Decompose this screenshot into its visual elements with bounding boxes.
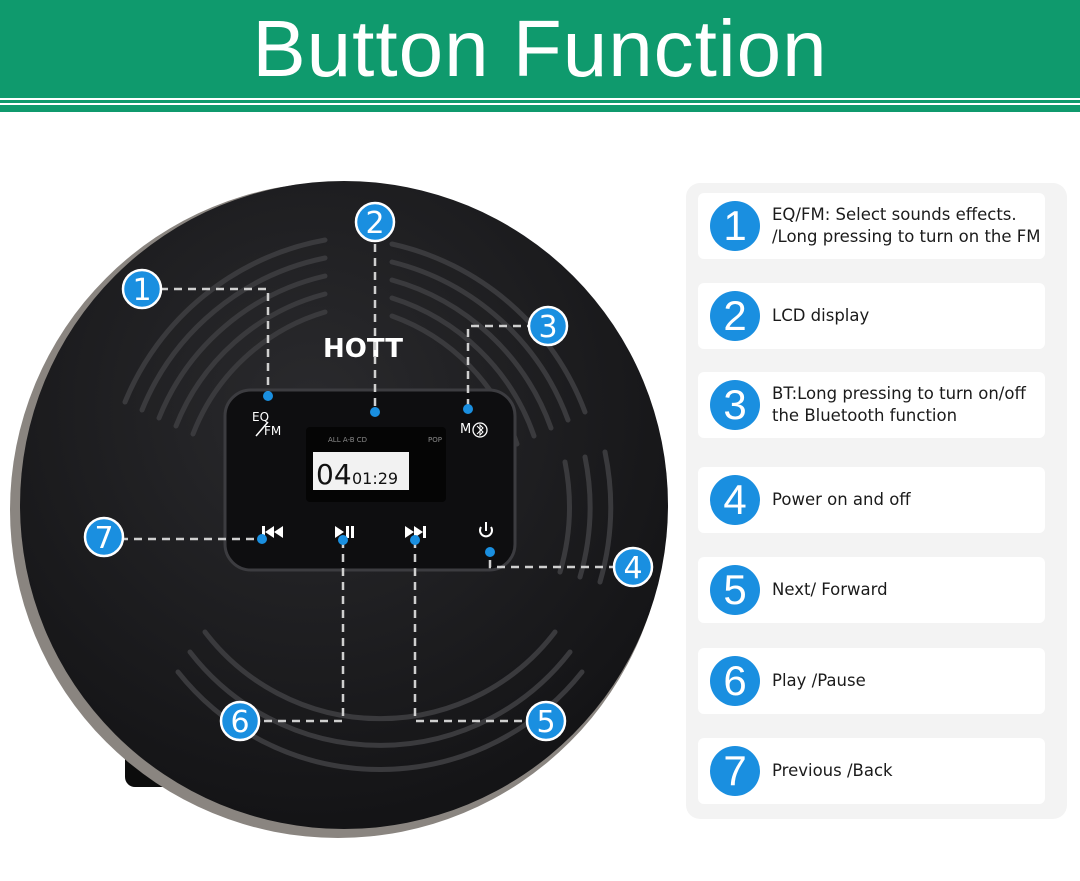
fm-label: FM [264, 424, 281, 438]
function-number: 7 [710, 746, 760, 796]
function-item-previous: 7 Previous /Back [698, 738, 1045, 804]
function-item-eq-fm: 1 EQ/FM: Select sounds effects. /Long pr… [698, 193, 1045, 259]
banner-stripe [0, 103, 1080, 105]
previous-button[interactable] [262, 526, 283, 538]
power-button[interactable] [479, 522, 493, 538]
function-number: 3 [710, 380, 760, 430]
callout-badges: 1 2 3 4 5 6 7 [83, 201, 654, 742]
callout-5: 5 [525, 700, 567, 742]
lcd-mode: POP [428, 436, 442, 444]
eq-fm-button[interactable]: EQ FM [252, 410, 281, 438]
function-description: Next/ Forward [772, 580, 888, 599]
function-number: 1 [710, 201, 760, 251]
eq-label: EQ [252, 410, 269, 424]
function-number: 2 [710, 291, 760, 341]
play-pause-button[interactable] [335, 526, 354, 538]
function-item-power: 4 Power on and off [698, 467, 1045, 533]
groove-pattern [122, 237, 614, 772]
callout-1: 1 [121, 268, 163, 310]
function-description: EQ/FM: Select sounds effects. /Long pres… [772, 205, 1041, 246]
lcd-screen [313, 452, 409, 490]
banner-stripe [0, 98, 1080, 100]
brand-logo: HOTT [323, 334, 403, 364]
function-item-play-pause: 6 Play /Pause [698, 648, 1045, 714]
callout-3: 3 [527, 305, 569, 347]
next-button[interactable] [405, 526, 426, 538]
mode-bluetooth-button[interactable]: M [460, 422, 488, 438]
callout-6: 6 [219, 700, 261, 742]
title-banner: Button Function [0, 0, 1080, 112]
svg-text:3: 3 [538, 310, 557, 345]
lcd-time: 01:29 [352, 469, 398, 488]
lcd-track: 04 [316, 458, 352, 491]
function-number: 4 [710, 475, 760, 525]
next-icon [405, 526, 414, 538]
function-number: 5 [710, 565, 760, 615]
m-label: M [460, 422, 471, 437]
cd-player-illustration: HOTT ALL A-B CD POP 04 01:29 EQ FM M [10, 181, 668, 838]
svg-text:5: 5 [536, 705, 555, 740]
function-description: LCD display [772, 306, 870, 325]
function-description: Play /Pause [772, 671, 866, 690]
svg-text:2: 2 [365, 206, 384, 241]
function-description: Previous /Back [772, 761, 893, 780]
anchor-dots [257, 391, 495, 557]
leader-lines [120, 244, 617, 723]
function-description: BT:Long pressing to turn on/off the Blue… [772, 384, 1026, 425]
callout-2: 2 [354, 201, 396, 243]
svg-text:6: 6 [230, 705, 249, 740]
previous-icon [262, 526, 265, 538]
bluetooth-icon [472, 422, 488, 438]
function-description: Power on and off [772, 490, 911, 509]
svg-text:1: 1 [132, 273, 151, 308]
function-item-next: 5 Next/ Forward [698, 557, 1045, 623]
power-icon [479, 526, 493, 538]
lcd-indicators: ALL A-B CD [328, 436, 367, 444]
play-pause-icon [335, 526, 344, 538]
svg-text:4: 4 [623, 551, 642, 586]
callout-4: 4 [612, 546, 654, 588]
page-title: Button Function [252, 4, 828, 93]
callout-7: 7 [83, 516, 125, 558]
function-item-bluetooth: 3 BT:Long pressing to turn on/off the Bl… [698, 372, 1045, 438]
svg-text:7: 7 [94, 521, 113, 556]
function-item-lcd: 2 LCD display [698, 283, 1045, 349]
function-number: 6 [710, 656, 760, 706]
